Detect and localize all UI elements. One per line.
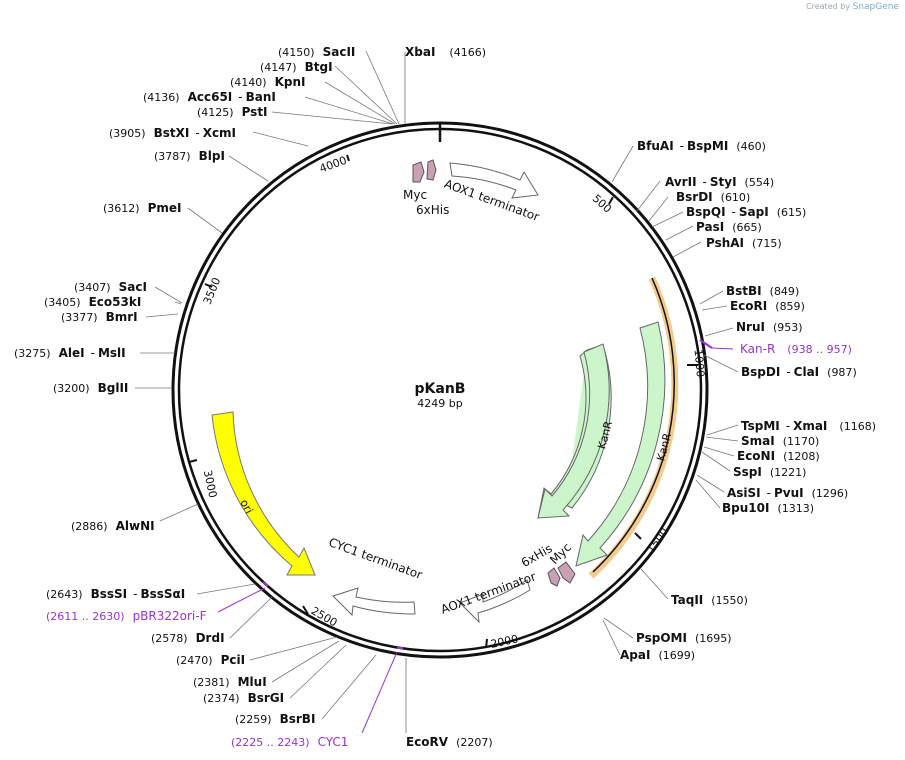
site-psti[interactable]: (4125)PstI: [197, 105, 268, 119]
site-pcii[interactable]: (2470)PciI: [176, 653, 245, 667]
tick-label-500: 500: [590, 192, 614, 216]
site-pshai[interactable]: PshAI(715): [706, 236, 782, 250]
his-upper-label: 6xHis: [416, 203, 449, 217]
site-bfuai-bspmi[interactable]: BfuAI-BspMI(460): [637, 139, 766, 153]
his-lower-tag[interactable]: [547, 567, 561, 587]
site-btgi[interactable]: (4147)BtgI: [260, 60, 333, 74]
ori-feature[interactable]: [211, 411, 316, 576]
site-econi[interactable]: EcoNI(1208): [737, 449, 820, 463]
brand-prefix: Created by: [806, 2, 851, 11]
site-tspmi-xmai[interactable]: TspMI-XmaI(1168): [741, 419, 876, 433]
site-bsrdi[interactable]: BsrDI(610): [676, 190, 750, 204]
myc-upper-tag[interactable]: [412, 161, 425, 183]
site-blpi[interactable]: (3787)BlpI: [154, 149, 225, 163]
site-labels: XbaI(4166) (4150)SacII (4147)BtgI (4140)…: [14, 45, 876, 749]
plasmid-name: pKanB: [415, 381, 466, 397]
his-upper-tag[interactable]: [426, 159, 437, 181]
site-asisi-pvui[interactable]: AsiSI-PvuI(1296): [727, 486, 848, 500]
site-sspi[interactable]: SspI(1221): [733, 465, 806, 479]
site-nrui[interactable]: NruI(953): [736, 320, 803, 334]
site-xbai[interactable]: XbaI(4166): [405, 45, 486, 59]
site-bstxi-xcmi[interactable]: (3905)BstXI-XcmI: [109, 126, 236, 140]
site-ecorv[interactable]: EcoRV(2207): [406, 735, 493, 749]
tick-label-2000: 2000: [489, 632, 519, 651]
site-bpu10i[interactable]: Bpu10I(1313): [722, 501, 814, 515]
backbone-outer: [171, 121, 709, 659]
plasmid-length: 4249 bp: [417, 397, 462, 410]
site-pasi[interactable]: PasI(665): [696, 220, 762, 234]
myc-lower-label: Myc: [547, 540, 574, 567]
site-bstbi[interactable]: BstBI(849): [726, 284, 799, 298]
site-bmri[interactable]: (3377)BmrI: [61, 310, 138, 324]
site-bspqi-sapi[interactable]: BspQI-SapI(615): [686, 205, 806, 219]
kanr-inner-body: [537, 343, 610, 519]
scale-ticks: [188, 154, 698, 649]
primer-kanr-mark: [699, 339, 713, 349]
site-avrii-styi[interactable]: AvrII-StyI(554): [665, 175, 774, 189]
snapgene-logo: SnapGene: [852, 2, 899, 12]
site-acc65i-bani[interactable]: (4136)Acc65I-BanI: [143, 90, 276, 104]
aox1-terminator-upper-feature[interactable]: [449, 162, 539, 199]
site-bsssi-bsssai[interactable]: (2643)BssSI-BssSαI: [46, 587, 185, 601]
site-pmei[interactable]: (3612)PmeI: [103, 201, 182, 215]
site-bspdi-clai[interactable]: BspDI-ClaI(987): [741, 365, 857, 379]
site-ecori[interactable]: EcoRI(859): [730, 299, 805, 313]
cyc1-terminator-label: CYC1 terminator: [327, 535, 424, 582]
cyc1-terminator-feature[interactable]: [332, 587, 416, 617]
myc-lower-tag[interactable]: [557, 561, 576, 584]
primer-cyc1[interactable]: (2225 .. 2243)CYC1: [231, 735, 348, 749]
site-saci[interactable]: (3407)SacI: [74, 280, 147, 294]
primer-labels: Kan-R(938 .. 957) (2611 .. 2630)pBR322or…: [46, 342, 852, 749]
kanr-highlight-line: [592, 277, 675, 573]
myc-upper-label: Myc: [403, 188, 427, 202]
site-drdi[interactable]: (2578)DrdI: [151, 631, 225, 645]
site-alwni[interactable]: (2886)AlwNI: [71, 519, 155, 533]
primer-ori-mark: [262, 581, 269, 587]
primer-kanr[interactable]: Kan-R(938 .. 957): [740, 342, 852, 356]
leader-lines: [135, 50, 739, 733]
site-smai[interactable]: SmaI(1170): [741, 434, 819, 448]
primer-pbr322ori-f[interactable]: (2611 .. 2630)pBR322ori-F: [46, 609, 207, 623]
site-alei-msli[interactable]: (3275)AleI-MslI: [14, 346, 126, 360]
site-kpni[interactable]: (4140)KpnI: [230, 75, 306, 89]
aox1-terminator-lower-feature[interactable]: [459, 579, 531, 624]
tick-label-1000: 1000: [692, 349, 707, 378]
site-apai[interactable]: ApaI(1699): [620, 648, 695, 662]
ori-label: ori: [237, 497, 255, 516]
site-bglii[interactable]: (3200)BglII: [53, 381, 128, 395]
site-bsrbi[interactable]: (2259)BsrBI: [235, 712, 315, 726]
site-bsrgi[interactable]: (2374)BsrGI: [203, 691, 284, 705]
primer-leaders: [217, 347, 734, 734]
site-sacii[interactable]: (4150)SacII: [278, 45, 355, 59]
tick-label-3000: 3000: [201, 469, 220, 499]
site-taqii[interactable]: TaqII(1550): [671, 593, 748, 607]
site-mlui[interactable]: (2381)MluI: [193, 675, 267, 689]
snapgene-brand: Created by SnapGene: [806, 2, 899, 12]
site-pspomi[interactable]: PspOMI(1695): [636, 631, 732, 645]
site-eco53ki[interactable]: (3405)Eco53kI: [44, 295, 141, 309]
kanr-outer-feature[interactable]: [575, 321, 666, 567]
